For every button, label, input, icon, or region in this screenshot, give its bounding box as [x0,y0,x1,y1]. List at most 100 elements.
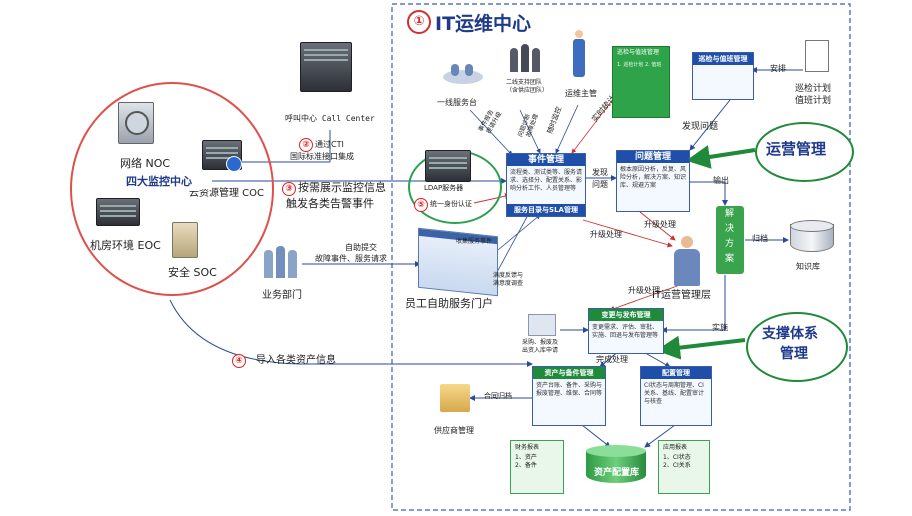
helpdesk-people-icon [443,62,483,96]
escalate-line-1 [582,219,673,248]
soc-tower-icon [172,222,198,258]
portal-collect: 收集服务事件 [456,238,493,245]
inspection-panel: 巡检与值班管理 [692,52,754,100]
step5-number: ⑤ [414,198,428,212]
kb-database-icon [790,220,834,254]
ops-mgmt-label: 运营管理 [766,140,827,158]
event-mgmt-title: 事件管理 [507,154,585,166]
monitor-center-ellipse [70,82,274,296]
eoc-server-icon [96,198,140,226]
asset-mgmt-panel: 资产与备件管理 资产台账、备件、采购与报废管理、维保、合同等 [532,366,606,426]
manager-person-icon [672,236,702,288]
call-center-server-icon [300,42,352,92]
asset-import-connector [169,299,533,367]
app-report-doc: 应用报表 1、CI状态 2、CI关系 [658,440,710,494]
soc-label: 安全 SOC [168,266,217,279]
finance-report-item-1: 1、资产 [515,454,537,461]
problem-mgmt-panel: 问题管理 根本原因分析，反复、风险分析，解决方案、知识库、规避方案 [616,150,690,212]
change-mgmt-body: 变更需求、评估、审批、实施、回退与发布管理等 [592,324,659,339]
purchase-text-1: 采购、报废及 [522,339,559,346]
step5-text: 统一身份认证 [430,200,472,208]
complete-text: 完成处理 [596,355,628,364]
archive-label: 归档 [752,234,768,243]
it-ops-boundary [391,3,851,511]
helpdesk-label: 一线服务台 [437,98,477,107]
supplier-label: 供应商管理 [434,426,474,435]
output-label: 输出 [713,176,729,185]
finance-report-item-2: 2、备件 [515,462,537,469]
plan-label-2: 值班计划 [795,96,832,106]
support-label-2: 管理 [780,346,808,362]
main-title-text: IT运维中心 [435,13,532,35]
config-mgmt-panel: 配置管理 CI状态与周期管理、CI关系、基线、配置审计与核查 [640,366,712,426]
found-text-2: 问题 [592,180,608,189]
ops-arrow [686,145,756,169]
asset-cmdb-line [581,424,611,448]
implement-label: 实施 [712,323,728,332]
coc-cloud-icon [226,156,242,172]
purchase-docs-icon [528,314,556,336]
main-title-number: ① [407,10,431,34]
cmdb-label: 资产配置库 [594,468,640,478]
monitor-title: 四大监控中心 [126,175,192,188]
step4-number: ④ [232,354,246,368]
solution-char-4: 案 [725,254,735,264]
step3-text-2: 触发各类告警事件 [286,197,374,210]
eoc-label: 机房环境 EOC [90,239,161,252]
main-title: ① IT运维中心 [407,9,557,35]
ops-mgmt-ellipse [755,122,854,182]
step3-number: ③ [282,182,296,196]
supervisor-person-icon [572,30,586,80]
noc-device-icon [118,102,154,144]
inspection-title: 巡检与值班管理 [693,53,753,65]
solution-char-1: 解 [725,209,735,219]
config-cmdb-line [644,424,676,448]
found-text-1: 发现 [592,168,608,177]
portal-satisfaction-2: 满意度调查 [493,280,524,287]
inspection-note-title: 巡检与值班管理 [617,49,660,56]
kb-label: 知识库 [796,262,820,271]
l2-event-line [519,109,541,154]
manager-label: IT运营管理层 [652,290,712,301]
contract-label: 合同归档 [484,392,512,400]
config-mgmt-body: CI状态与周期管理、CI关系、基线、配置审计与核查 [644,382,705,405]
purchase-text-2: 出资入库申请 [522,347,559,354]
cmdb-database-icon [586,445,646,485]
escalate-line-3 [609,284,681,312]
business-people-icon [262,242,304,280]
app-report-title: 应用报表 [663,444,688,451]
event-mgmt-body: 流程类、测试类等、服务请求、选择分、配置关系、影响分析工作、人员管理等 [510,169,583,192]
ldap-label: LDAP服务器 [424,184,464,192]
inspection-note-panel: 巡检与值班管理 1. 巡检计划 2. 值班 [612,46,670,118]
portal-satisfaction-1: 满度反馈与 [493,272,524,279]
step2-text-1: 通过CTI [315,140,344,149]
change-mgmt-title: 变更与发布管理 [589,309,663,321]
step2-text-2: 国际标准接口集成 [290,152,354,161]
business-flow-2: 故障事件、服务请求 [315,254,387,263]
step3-text-1: 按需展示监控信息 [298,181,386,194]
plan-document-icon [805,40,829,72]
escalate-text-3: 升级处理 [628,286,660,295]
finance-report-doc: 财务报表 1、资产 2、备件 [510,440,564,494]
noc-label: 网络 NOC [120,157,171,170]
coc-label: 云资源管理 COC [189,188,265,199]
app-report-item-1: 1、CI状态 [663,454,691,461]
business-label: 业务部门 [262,290,302,301]
ldap-server-icon [425,150,471,182]
event-mgmt-panel: 事件管理 流程类、测试类等、服务请求、选择分、配置关系、影响分析工作、人员管理等… [506,153,586,217]
support-ellipse [746,312,848,382]
solution-char-3: 方 [725,239,735,249]
step4-text: 导入各类资产信息 [256,355,336,366]
portal-event-connector [497,214,541,251]
found-issue-label: 发现问题 [682,122,719,132]
inspection-problem-line [689,99,731,151]
call-center-label: 呼叫中心 Call Center [285,114,375,123]
business-flow-1: 自助提交 [345,243,377,252]
helpdesk-event-line [469,109,513,156]
escalate-text-1: 升级处理 [590,230,622,239]
problem-mgmt-title: 问题管理 [617,151,689,163]
problem-mgmt-body: 根本原因分析，反复、风险分析，解决方案、知识库、规避方案 [620,166,687,189]
inspection-note-body: 1. 巡检计划 2. 值班 [617,62,662,68]
l2-label: 二线支持团队 [506,79,543,86]
